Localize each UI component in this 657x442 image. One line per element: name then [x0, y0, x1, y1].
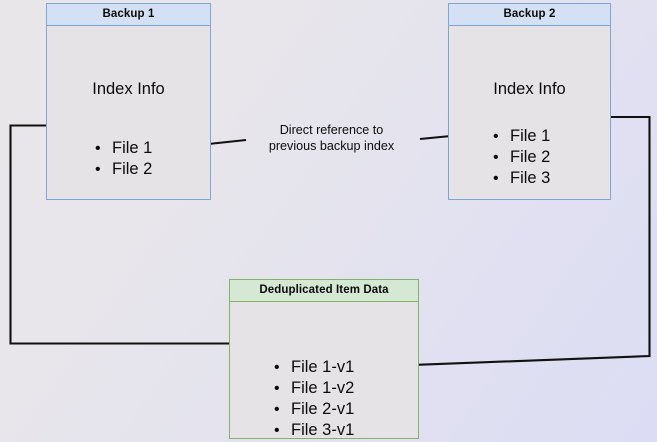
backup-2-body: Index Info File 1 File 2 File 3: [449, 26, 610, 199]
backup-2-header: Backup 2: [449, 4, 610, 26]
deduplicated-item-data-box[interactable]: Deduplicated Item Data File 1-v1 File 1-…: [229, 279, 419, 441]
list-item: File 2: [493, 147, 550, 168]
list-item: File 3: [493, 168, 550, 189]
caption-line-1: Direct reference to: [279, 123, 384, 137]
backup-2-box[interactable]: Backup 2 Index Info File 1 File 2 File 3: [448, 3, 611, 200]
connector-caption: Direct reference to previous backup inde…: [249, 122, 414, 154]
list-item: File 1-v2: [274, 378, 354, 399]
backup-2-file-list: File 1 File 2 File 3: [493, 126, 550, 189]
backup-1-header: Backup 1: [47, 4, 210, 26]
list-item: File 3-v1: [274, 420, 354, 441]
list-item: File 2-v1: [274, 399, 354, 420]
dedup-file-list: File 1-v1 File 1-v2 File 2-v1 File 3-v1: [274, 357, 354, 441]
backup-2-index-title: Index Info: [493, 80, 566, 98]
dedup-body: File 1-v1 File 1-v2 File 2-v1 File 3-v1: [230, 302, 418, 441]
caption-line-2: previous backup index: [268, 139, 395, 153]
backup-1-index-title: Index Info: [92, 80, 165, 98]
list-item: File 1: [493, 126, 550, 147]
list-item: File 2: [95, 159, 152, 180]
dedup-header: Deduplicated Item Data: [230, 280, 418, 302]
list-item: File 1-v1: [274, 357, 354, 378]
backup-1-body: Index Info File 1 File 2: [47, 26, 210, 199]
backup-1-box[interactable]: Backup 1 Index Info File 1 File 2: [46, 3, 211, 200]
backup-1-file-list: File 1 File 2: [95, 138, 152, 180]
list-item: File 1: [95, 138, 152, 159]
